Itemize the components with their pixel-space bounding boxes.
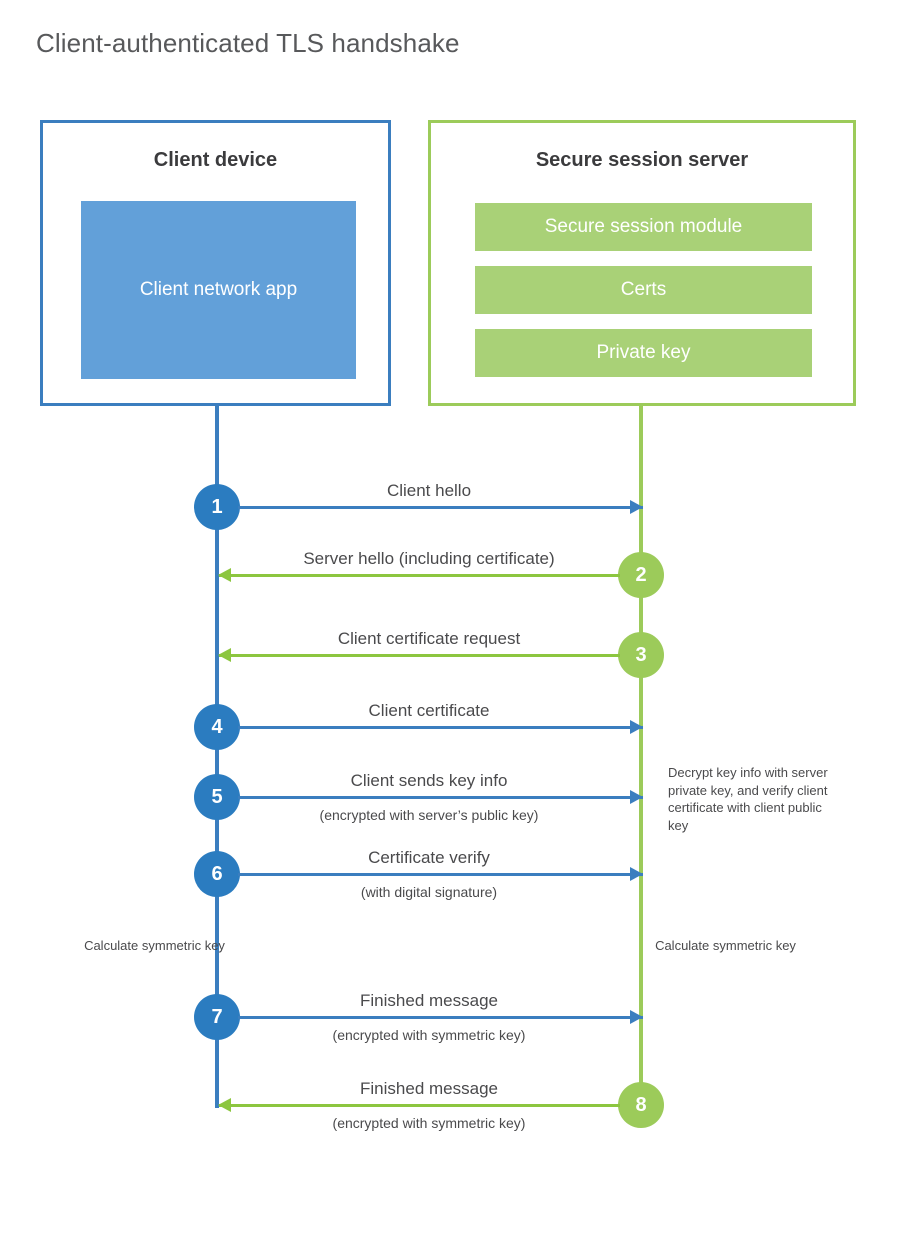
message-label-step-2: Server hello (including certificate) (303, 549, 555, 568)
arrow-line-step-3 (219, 654, 620, 657)
page-title: Client-authenticated TLS handshake (36, 28, 460, 58)
step-circle-6[interactable]: 6 (194, 851, 240, 897)
arrow-line-step-4 (238, 726, 643, 729)
server-component-secure-session-module: Secure session module (475, 203, 812, 251)
server-component-certs: Certs (475, 266, 812, 314)
message-label-step-6: Certificate verify (368, 848, 490, 867)
arrow-line-step-1 (238, 506, 643, 509)
server-component-private-key: Private key (475, 329, 812, 377)
message-label-step-7: Finished message (360, 991, 498, 1010)
message-sublabel-step-8: (encrypted with symmetric key) (332, 1115, 526, 1131)
arrow-head-step-6 (630, 867, 643, 881)
secure-session-server-title: Secure session server (535, 149, 749, 171)
step-circle-5[interactable]: 5 (194, 774, 240, 820)
client-lifeline (215, 403, 219, 1108)
step-circle-8[interactable]: 8 (618, 1082, 664, 1128)
step-circle-4[interactable]: 4 (194, 704, 240, 750)
message-label-step-3: Client certificate request (337, 629, 521, 648)
message-sublabel-step-7: (encrypted with symmetric key) (332, 1027, 526, 1043)
arrow-head-step-4 (630, 720, 643, 734)
step-circle-7[interactable]: 7 (194, 994, 240, 1040)
server-lifeline (639, 403, 643, 1108)
message-sublabel-step-5: (encrypted with server’s public key) (319, 807, 539, 823)
arrow-line-step-7 (238, 1016, 643, 1019)
message-label-step-8: Finished message (360, 1079, 498, 1098)
arrow-head-step-3 (218, 648, 231, 662)
arrow-line-step-8 (219, 1104, 620, 1107)
arrow-line-step-6 (238, 873, 643, 876)
server-calculate-symmetric-key-note: Calculate symmetric key (655, 938, 796, 953)
client-network-app-block: Client network app (81, 201, 356, 379)
arrow-head-step-1 (630, 500, 643, 514)
step-circle-2[interactable]: 2 (618, 552, 664, 598)
message-sublabel-step-6: (with digital signature) (360, 884, 498, 900)
client-device-title: Client device (153, 149, 278, 171)
secure-session-server-box: Secure session server Secure session mod… (428, 120, 856, 406)
arrow-line-step-2 (219, 574, 620, 577)
arrow-head-step-8 (218, 1098, 231, 1112)
client-device-box: Client device Client network app (40, 120, 391, 406)
message-label-step-1: Client hello (386, 481, 472, 500)
step-circle-3[interactable]: 3 (618, 632, 664, 678)
arrow-head-step-2 (218, 568, 231, 582)
server-decrypt-note: Decrypt key info with server private key… (668, 765, 828, 833)
client-calculate-symmetric-key-note: Calculate symmetric key (84, 938, 225, 953)
step-circle-1[interactable]: 1 (194, 484, 240, 530)
message-label-step-4: Client certificate (368, 701, 490, 720)
arrow-line-step-5 (238, 796, 643, 799)
message-label-step-5: Client sends key info (350, 771, 508, 790)
arrow-head-step-5 (630, 790, 643, 804)
arrow-head-step-7 (630, 1010, 643, 1024)
